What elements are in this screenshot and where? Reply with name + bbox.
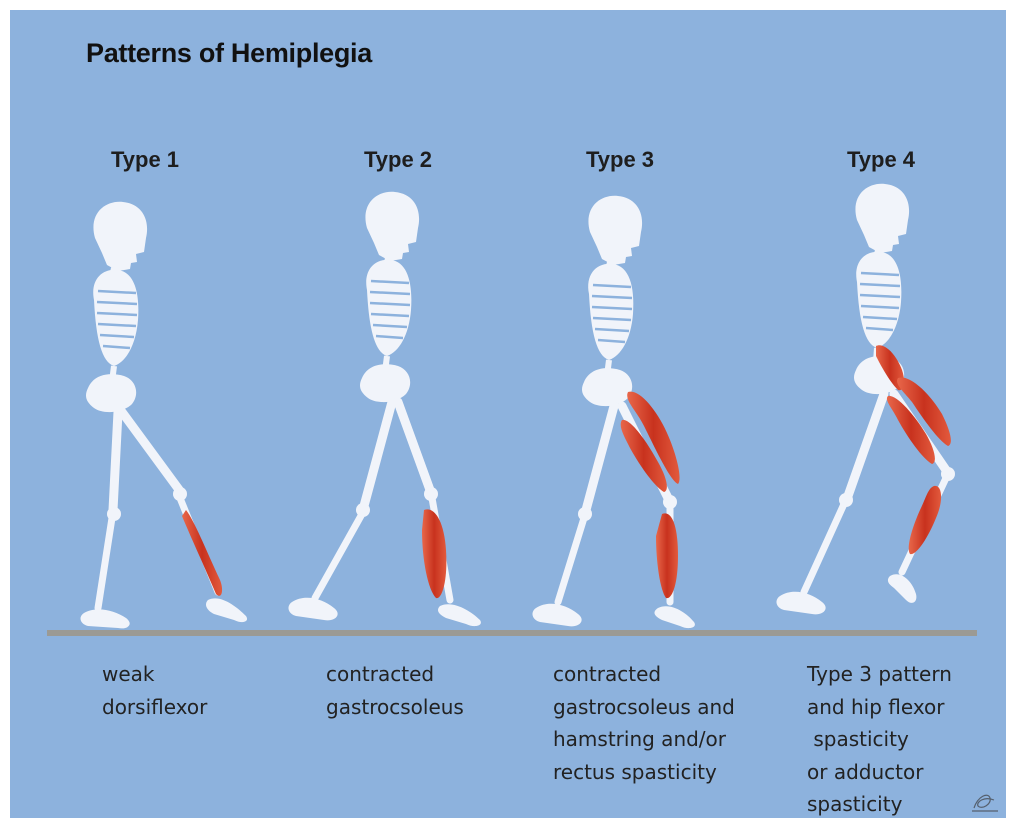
- artist-signature-icon: [968, 790, 1002, 814]
- caption-line: gastrocsoleus: [326, 691, 464, 724]
- ground-line: [47, 630, 977, 636]
- caption-line: Type 3 pattern: [807, 658, 952, 691]
- caption-line: rectus spasticity: [553, 756, 735, 789]
- caption-line: contracted: [553, 658, 735, 691]
- muscle-dorsiflexor: [182, 510, 222, 596]
- caption-line: hamstring and/or: [553, 723, 735, 756]
- caption-line: or adductor: [807, 756, 952, 789]
- caption-line: contracted: [326, 658, 464, 691]
- caption-line: gastrocsoleus and: [553, 691, 735, 724]
- caption-line: and hip flexor: [807, 691, 952, 724]
- muscle-gastrocsoleus-3: [656, 513, 678, 598]
- caption-line: dorsiflexor: [102, 691, 207, 724]
- skeleton-type-2: [289, 192, 481, 626]
- skeleton-type-1: [81, 202, 248, 629]
- caption-line: weak: [102, 658, 207, 691]
- caption-line: spasticity: [807, 723, 952, 756]
- diagram-panel: Patterns of Hemiplegia Type 1 Type 2 Typ…: [10, 10, 1006, 818]
- caption-line: spasticity: [807, 788, 952, 818]
- muscle-gastrocsoleus-4: [909, 486, 941, 554]
- muscle-gastrocsoleus: [422, 509, 446, 598]
